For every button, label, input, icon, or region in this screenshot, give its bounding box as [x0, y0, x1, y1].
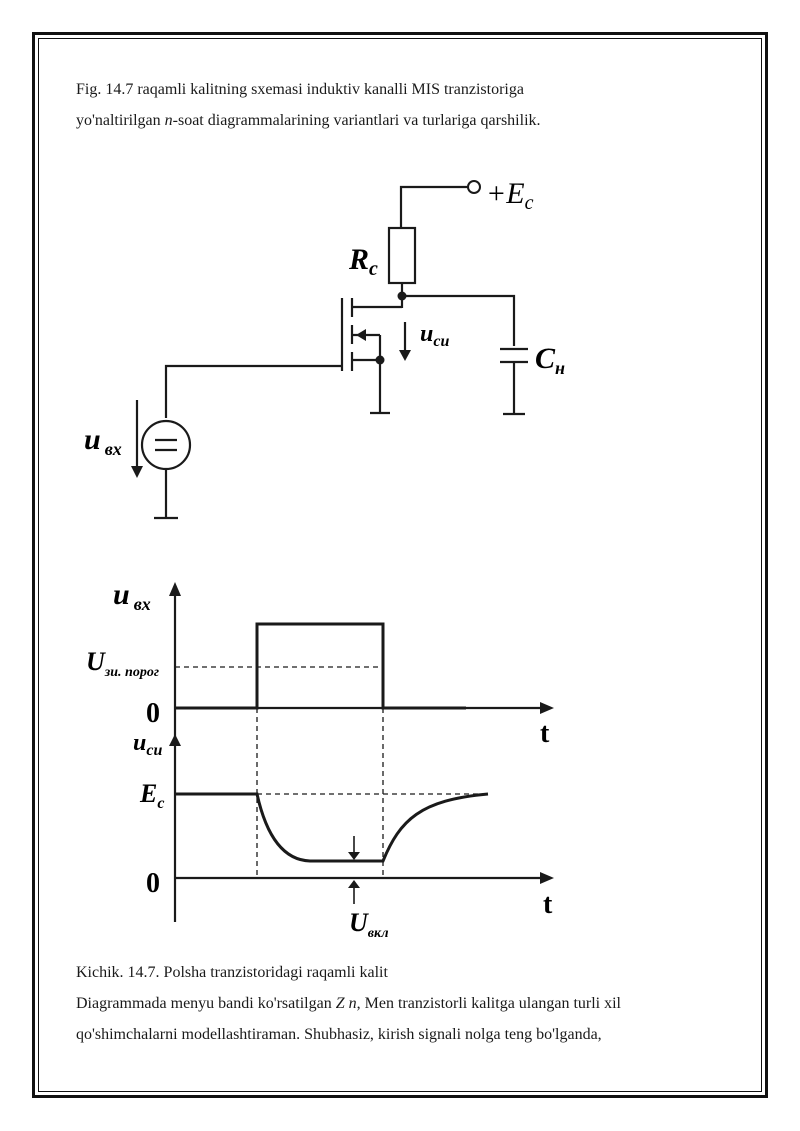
input-zero-label: 0	[146, 698, 160, 729]
capacitor-label: Cн	[535, 342, 565, 378]
body-line-2: qo'shimchalarni modellashtiraman. Shubha…	[76, 1026, 602, 1043]
body-arrowhead	[356, 329, 366, 341]
figure-caption: Kichik. 14.7. Polsha tranzistoridagi raq…	[76, 957, 736, 988]
uvkl-arrowhead-down	[348, 852, 360, 860]
body-line-1-start: Diagrammada menyu bandi ko'rsatilgan	[76, 995, 336, 1012]
supply-terminal	[467, 180, 481, 194]
body-paragraph: Diagrammada menyu bandi ko'rsatilgan Z n…	[76, 988, 736, 1050]
output-x-arrowhead	[540, 872, 554, 884]
output-axis-label: uси	[133, 730, 162, 759]
output-time-label: t	[543, 889, 553, 920]
supply-label: +Ec	[486, 177, 534, 214]
output-zero-label: 0	[146, 868, 160, 899]
supply-wire	[399, 185, 468, 228]
intro-paragraph: Fig. 14.7 raqamli kalitning sxemasi indu…	[76, 74, 736, 136]
source-node	[375, 355, 385, 365]
input-x-arrowhead	[540, 702, 554, 714]
u-si-arrowhead	[399, 350, 411, 361]
uvkl-label: Uвкл	[349, 908, 389, 941]
body-zn-term: Z n	[335, 995, 357, 1012]
body-line-1-end: , Men tranzistorli kalitga ulangan turli…	[356, 995, 621, 1012]
drain-node	[397, 291, 407, 301]
u-in-arrowhead	[131, 466, 143, 478]
ec-label: Ec	[139, 779, 164, 812]
load-wire	[402, 294, 516, 346]
input-y-arrowhead	[169, 582, 181, 596]
input-source-circle	[140, 419, 192, 471]
u-si-label: uси	[420, 321, 449, 350]
output-y-arrowhead	[169, 734, 181, 746]
caption-text: Kichik. 14.7. Polsha tranzistoridagi raq…	[76, 964, 388, 981]
threshold-label: Uзи. порог	[86, 647, 159, 680]
intro-n-term: n	[164, 112, 173, 129]
intro-line-1: Fig. 14.7 raqamli kalitning sxemasi indu…	[76, 81, 524, 98]
intro-line-2-start: yo'naltirilgan	[76, 112, 165, 129]
input-pulse	[175, 622, 466, 710]
output-voltage-curve	[175, 792, 489, 863]
input-time-label: t	[540, 718, 550, 749]
page-border-outer	[32, 32, 768, 1098]
resistor-label: Rc	[348, 243, 378, 280]
uvkl-arrowhead-up	[348, 880, 360, 888]
intro-line-2-end: -soat diagrammalarining variantlari va t…	[172, 112, 541, 129]
drain-resistor	[387, 226, 417, 285]
page-border-inner	[38, 38, 762, 1092]
gate-wire	[164, 364, 342, 418]
